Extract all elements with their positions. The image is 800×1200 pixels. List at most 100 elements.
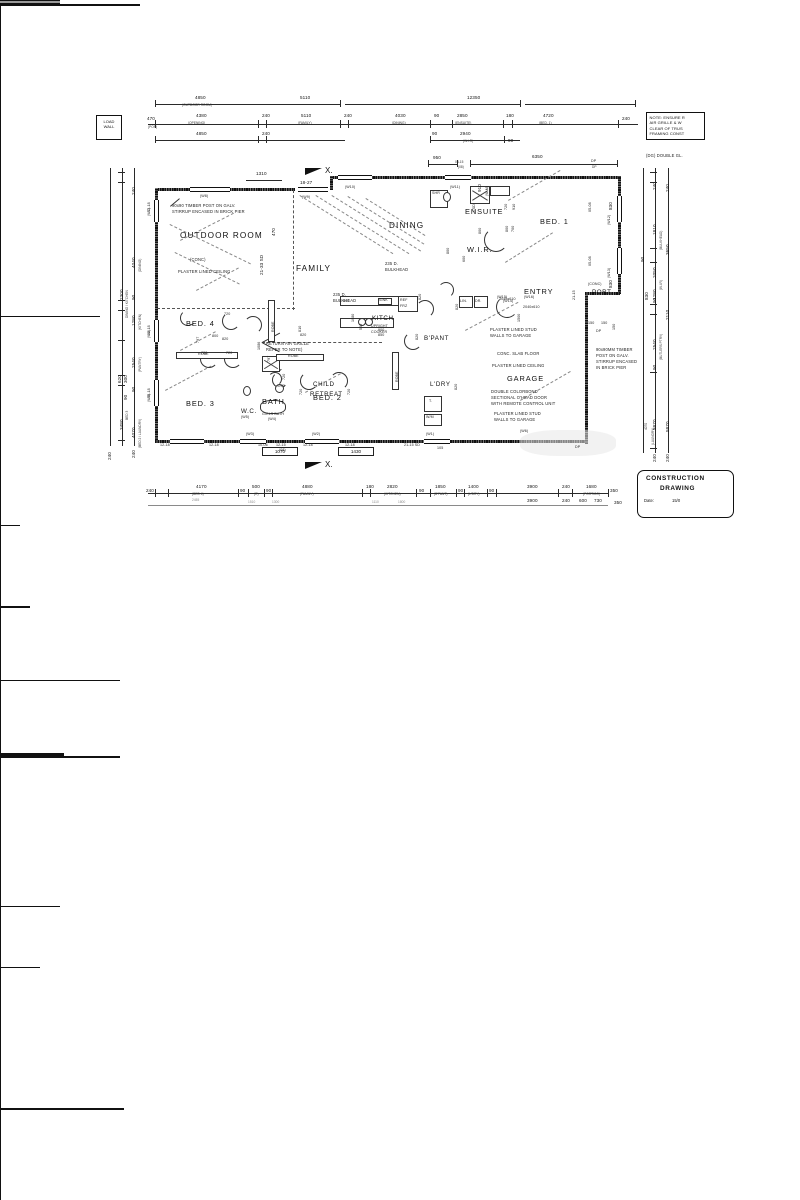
dim-left-4040-sub: (DINING) bbox=[138, 258, 142, 272]
robe-bed2-v bbox=[392, 352, 399, 390]
dim-bot-1680-sub: (PORTICO) bbox=[583, 492, 601, 496]
dim-tick bbox=[430, 120, 431, 128]
dim-top-4850: 4850 bbox=[195, 95, 206, 100]
dim-left-240a: 240 bbox=[131, 187, 136, 195]
dim-right-2050-sub: (W.I.R) bbox=[659, 280, 663, 290]
window-W2 bbox=[305, 439, 339, 444]
floor-plan-sheet: 4850 (OUTDOOR ROOM) 5110 12350 470 (POR)… bbox=[0, 0, 800, 600]
wall-port-top bbox=[585, 292, 620, 295]
int-dim-600: 600 bbox=[343, 299, 350, 303]
dim-tick bbox=[266, 120, 267, 128]
window-tag-W12: (W12) bbox=[607, 214, 611, 225]
dim-left-620: 620 bbox=[117, 375, 122, 383]
dim-bot-2820-sub: (KITCHEN) bbox=[384, 492, 401, 496]
room-label-bath: BATH bbox=[262, 397, 285, 406]
robe-label-3: ROBE bbox=[271, 321, 275, 332]
int-dim-500: 500 bbox=[359, 323, 363, 330]
wall-bed4-bed3 bbox=[0, 315, 100, 317]
open-105: 105 bbox=[437, 446, 444, 450]
room-label-child-retreat-1: CHILD bbox=[313, 381, 335, 388]
wall-bottom bbox=[155, 440, 585, 443]
dim-right-1810: 1810 bbox=[652, 224, 657, 235]
dim-bot-1850-sub: (B'PANT) bbox=[434, 492, 448, 496]
dim-tick bbox=[118, 300, 125, 301]
dim-left-1280: 1280 bbox=[131, 315, 136, 326]
dim-tick bbox=[362, 489, 363, 497]
dim-tick bbox=[520, 100, 521, 107]
dim-tick bbox=[264, 489, 265, 497]
int-dim-820c: 820 bbox=[415, 333, 419, 340]
int-dim-1500: 1500 bbox=[517, 313, 521, 322]
frz-label: FRZ bbox=[400, 304, 408, 308]
window-tag-W16: (W16) bbox=[524, 295, 535, 299]
garage-note-4: PLASTER LINED CEILING bbox=[492, 363, 545, 368]
shower-ensuite-x bbox=[470, 186, 490, 204]
annot-bulkhead-4: BULKHEAD bbox=[385, 267, 409, 272]
outdoor-note-ceiling: PLASTER LINED CEILING bbox=[178, 269, 231, 274]
int-dim-820b: 820 bbox=[300, 333, 307, 337]
window-W9 bbox=[298, 187, 328, 192]
annot-post-2: STIRRUP ENCASED IN BRICK PIER bbox=[172, 209, 245, 214]
dim-line bbox=[525, 104, 635, 105]
door-arc-wir bbox=[438, 282, 454, 298]
int-dim-900-1: 900 bbox=[378, 328, 385, 332]
girls-bath-label: GIRLS BATH bbox=[262, 412, 285, 416]
dim-right-830: 830 bbox=[644, 292, 649, 300]
dim-tick bbox=[635, 100, 636, 107]
dim-line bbox=[122, 168, 123, 446]
wall-bed2-right bbox=[0, 681, 2, 754]
dim-line bbox=[155, 140, 345, 141]
truss-note-l3: CLEAR OF TRUS bbox=[649, 125, 683, 131]
room-label-bed3: BED. 3 bbox=[186, 399, 215, 408]
int-dim-1080: 1080 bbox=[351, 313, 355, 322]
dim-line bbox=[148, 124, 638, 125]
door-arc-bed3b bbox=[224, 350, 242, 368]
int-dim-2133: 21-33 SD bbox=[259, 254, 264, 275]
int-dim-1827: 18-27 bbox=[300, 180, 313, 185]
annot-garagepost-3: STIRRUP ENCASED bbox=[596, 359, 638, 364]
dim-tick bbox=[452, 120, 453, 128]
dim-tick bbox=[650, 448, 657, 449]
open-2115: 21-15 bbox=[572, 290, 576, 300]
title-block: CONSTRUCTION DRAWING Date: 15/0 bbox=[637, 470, 734, 518]
int-dim-90-150b: 150 bbox=[601, 321, 608, 325]
window-tag-W14: (W14) bbox=[503, 299, 514, 303]
annot-bulkhead-2: BULKHEAD bbox=[333, 298, 357, 303]
sink-label: SINK bbox=[379, 298, 388, 302]
int-dim-800c: 800 bbox=[505, 225, 509, 232]
room-label-ensuite: ENSUITE bbox=[465, 207, 504, 216]
room-label-bed2: BED. 2 bbox=[313, 393, 342, 402]
dim-tick bbox=[504, 136, 505, 143]
door-arc-hall bbox=[244, 316, 262, 334]
dim-tick bbox=[430, 489, 431, 497]
int-dim-720d: 720 bbox=[282, 373, 286, 380]
scan-artefact bbox=[520, 430, 616, 456]
int-dim-2040610: 2040x610 bbox=[523, 305, 540, 309]
dim-bot-4880-sub: (FAMILY) bbox=[300, 492, 314, 496]
dim-bot2-2455: 2455 bbox=[192, 498, 200, 502]
wall-bed4-right bbox=[0, 316, 2, 357]
dim-tick bbox=[340, 100, 341, 107]
dim-tick bbox=[487, 489, 488, 497]
dim-tick bbox=[272, 489, 273, 497]
int-dim-827: 797 bbox=[267, 355, 271, 362]
dim-tick bbox=[650, 172, 657, 173]
open-1518-l3: 15-18 bbox=[147, 388, 151, 398]
dim-right-2110: 2110 bbox=[665, 309, 670, 320]
dim-line bbox=[668, 168, 669, 453]
window-W11 bbox=[445, 175, 471, 180]
room-label-port: PORT. bbox=[592, 289, 614, 296]
trough-label: T. bbox=[429, 399, 432, 403]
open-1006: 10-06 bbox=[258, 443, 268, 447]
dim-left-2540-sub: (PANTRY) bbox=[138, 357, 142, 372]
outdoor-room-edge bbox=[293, 190, 294, 310]
dim-tick bbox=[340, 120, 341, 128]
dim-right-2050: 2050 bbox=[652, 267, 657, 278]
int-dim-830b: 830 bbox=[608, 280, 613, 288]
dim-left-2300-sub: DINING / KITCHEN bbox=[125, 290, 129, 318]
bulkhead-centreline bbox=[262, 342, 382, 343]
garage-note-1: PLASTER LINED STUD bbox=[490, 327, 537, 332]
open-1218-l2: 12-18 bbox=[147, 325, 151, 335]
annot-bulkhead-1: 235 D. bbox=[333, 292, 346, 297]
wall-left bbox=[155, 188, 158, 440]
